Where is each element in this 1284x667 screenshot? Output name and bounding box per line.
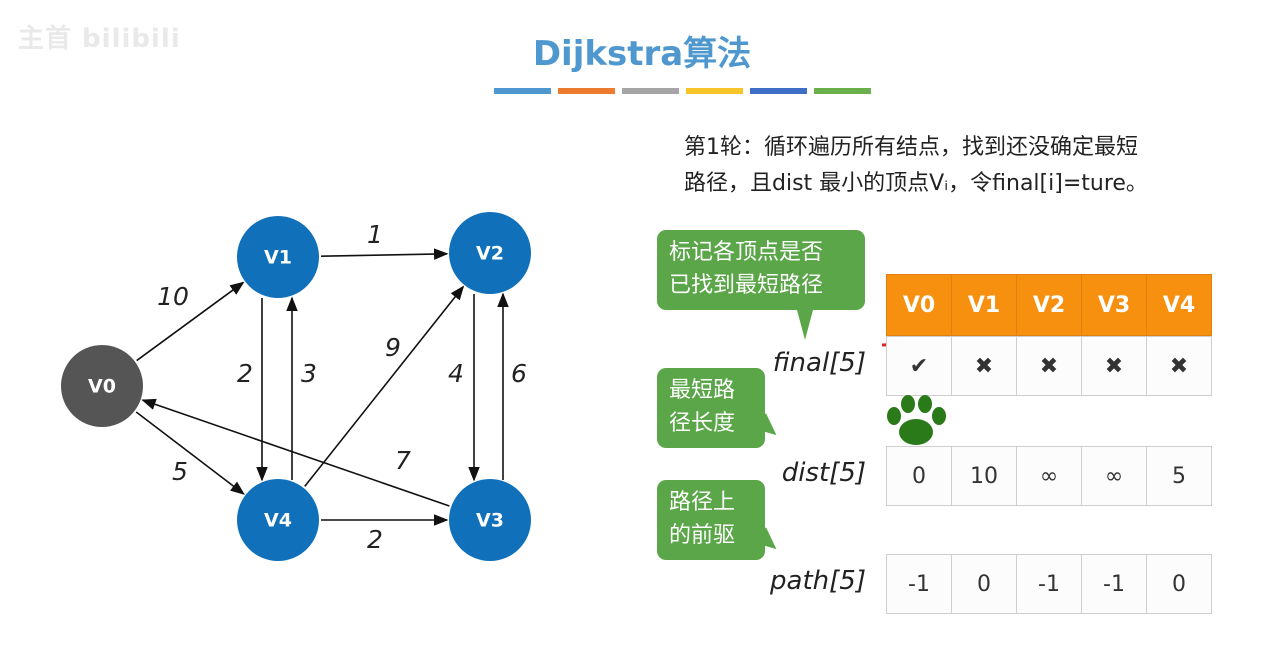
color-bar-6: [814, 88, 871, 94]
node-circle-v0: [61, 345, 143, 427]
header-cell-v0: V0: [886, 274, 952, 336]
edge-weight-v4-v3: 2: [367, 525, 383, 554]
dist-row-label: dist[5]: [781, 458, 866, 488]
edges-layer: 10 1 2 3 9 4 6 7 5 2: [135, 220, 527, 554]
dist-callout-line-2: 径长度: [669, 411, 736, 436]
node-v4: V4: [237, 479, 319, 561]
node-label-v1: V1: [264, 247, 292, 269]
final-cell-v1: ✖: [951, 336, 1017, 396]
edge-v4-v2: [304, 285, 465, 487]
edge-v1-v2: [320, 248, 449, 260]
final-cell-v0: ✔: [886, 336, 952, 396]
node-label-v2: V2: [476, 243, 504, 265]
dist-callout-line-1: 最短路: [669, 378, 736, 403]
edge-v3-v0: [141, 398, 450, 507]
path-callout: 路径上 的前驱: [657, 480, 783, 560]
path-cell-v3: -1: [1081, 554, 1147, 614]
round-description: 第1轮：循环遍历所有结点，找到还没确定最短 路径，且dist 最小的顶点Vᵢ，令…: [684, 130, 1244, 202]
final-callout-line-1: 标记各顶点是否: [669, 240, 824, 265]
node-circle-v1: [237, 216, 319, 298]
dist-cell-v0: 0: [886, 446, 952, 506]
vertex-header-row: V0 V1 V2 V3 V4: [886, 274, 1212, 336]
node-circle-v3: [449, 479, 531, 561]
node-v3: V3: [449, 479, 531, 561]
path-cell-v0: -1: [886, 554, 952, 614]
final-cell-v2: ✖: [1016, 336, 1082, 396]
edge-weight-v3-v2: 6: [511, 359, 527, 388]
color-bar-1: [494, 88, 551, 94]
color-bar-3: [622, 88, 679, 94]
path-row: -1 0 -1 -1 0: [886, 554, 1212, 614]
node-v0: V0: [61, 345, 143, 427]
final-callout: 标记各顶点是否 已找到最短路径: [657, 230, 865, 340]
dist-cell-v2: ∞: [1016, 446, 1082, 506]
edge-weight-v1-v4: 2: [237, 359, 253, 388]
header-cell-v4: V4: [1146, 274, 1212, 336]
edge-v0-v1: [136, 281, 245, 362]
path-callout-line-1: 路径上: [669, 490, 736, 515]
path-cell-v4: 0: [1146, 554, 1212, 614]
final-callout-tail: [797, 310, 813, 340]
dist-cell-v1: 10: [951, 446, 1017, 506]
slide-title: Dijkstra算法: [532, 34, 752, 74]
dist-row: 0 10 ∞ ∞ 5: [886, 446, 1212, 506]
node-v2: V2: [449, 212, 531, 294]
path-row-label: path[5]: [770, 566, 866, 596]
node-label-v0: V0: [88, 376, 116, 398]
node-circle-v2: [449, 212, 531, 294]
paw-print-icon: [887, 395, 946, 445]
dist-cell-v3: ∞: [1081, 446, 1147, 506]
node-label-v3: V3: [476, 510, 504, 532]
final-cell-v3: ✖: [1081, 336, 1147, 396]
path-cell-v2: -1: [1016, 554, 1082, 614]
dist-callout: 最短路 径长度: [657, 368, 783, 448]
edge-weight-v4-v2: 9: [385, 333, 401, 362]
edge-weight-v2-v3: 4: [448, 359, 464, 388]
edge-weight-v4-v1: 3: [301, 359, 317, 388]
edge-weight-v1-v2: 1: [367, 220, 383, 249]
color-bar-2: [558, 88, 615, 94]
final-cell-v4: ✖: [1146, 336, 1212, 396]
header-cell-v3: V3: [1081, 274, 1147, 336]
color-bar-4: [686, 88, 743, 94]
title-color-bars: [494, 88, 871, 94]
edge-weight-v3-v0: 7: [395, 446, 411, 475]
description-line-2: 路径，且dist 最小的顶点Vᵢ，令final[i]=ture。: [684, 171, 1148, 196]
header-cell-v2: V2: [1016, 274, 1082, 336]
description-line-1: 第1轮：循环遍历所有结点，找到还没确定最短: [684, 135, 1138, 160]
color-bar-5: [750, 88, 807, 94]
final-callout-line-2: 已找到最短路径: [669, 273, 824, 298]
path-cell-v1: 0: [951, 554, 1017, 614]
dist-cell-v4: 5: [1146, 446, 1212, 506]
node-v1: V1: [237, 216, 319, 298]
edge-weight-v0-v1: 10: [157, 282, 189, 311]
node-circle-v4: [237, 479, 319, 561]
edge-weight-v0-v4: 5: [172, 457, 188, 486]
header-cell-v1: V1: [951, 274, 1017, 336]
edge-v0-v4: [135, 411, 245, 495]
watermark: 主首 bilibili: [18, 24, 181, 54]
final-row-label: final[5]: [772, 348, 866, 378]
node-label-v4: V4: [264, 510, 292, 532]
final-row: ✔ ✖ ✖ ✖ ✖: [886, 336, 1212, 396]
path-callout-line-2: 的前驱: [669, 523, 736, 548]
